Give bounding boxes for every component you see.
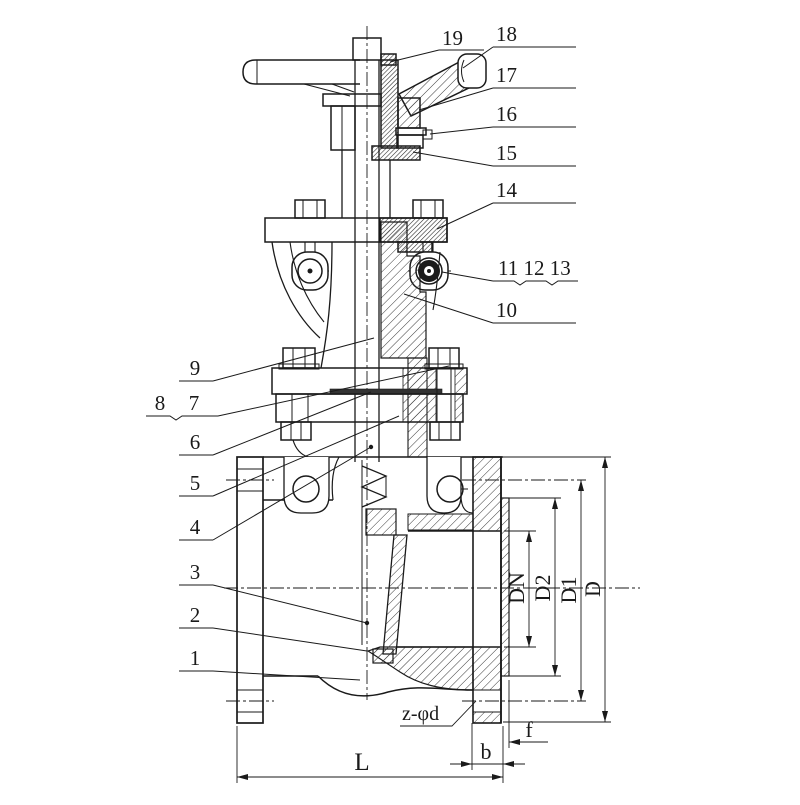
stem-nut bbox=[397, 97, 421, 129]
yoke-sleeve-plate bbox=[322, 93, 382, 107]
stuffing-box bbox=[380, 221, 427, 359]
right-flange-bolt-hole bbox=[473, 689, 501, 713]
callout-4: 4 bbox=[190, 515, 201, 539]
handwheel-left-handle bbox=[242, 59, 360, 85]
callout-17: 17 bbox=[496, 63, 517, 87]
wedge-gate bbox=[382, 534, 408, 655]
callout-14-leader bbox=[436, 202, 576, 230]
callout-1-leader bbox=[179, 670, 361, 681]
bore-lines bbox=[396, 530, 501, 648]
callout-17-leader bbox=[418, 87, 576, 111]
dimension-labels: DN D2 D1 D L b f z-φd bbox=[354, 572, 605, 776]
callout-15-leader bbox=[412, 151, 576, 167]
callout-5-leader bbox=[179, 415, 400, 497]
callout-18: 18 bbox=[496, 22, 517, 46]
callout-19: 19 bbox=[442, 26, 463, 50]
bonnet bbox=[271, 241, 468, 458]
callout-14: 14 bbox=[496, 178, 518, 202]
callout-19-leader bbox=[389, 49, 484, 63]
right-eyebolt-nut bbox=[412, 199, 444, 219]
right-bonnet-nut bbox=[429, 421, 461, 441]
callout-8: 8 bbox=[155, 391, 166, 415]
right-body-lug-hole bbox=[436, 475, 464, 503]
dn-label: DN bbox=[504, 572, 529, 604]
wedge-boss bbox=[365, 508, 397, 536]
body-top-wall-section bbox=[407, 513, 474, 531]
left-bonnet-bolt-head bbox=[282, 347, 316, 369]
callout-9-leader bbox=[179, 337, 375, 382]
d1-label: D1 bbox=[556, 577, 581, 604]
gate-assembly bbox=[360, 460, 408, 664]
yoke-arm-right bbox=[432, 251, 441, 311]
left-bonnet-nut bbox=[280, 421, 312, 441]
yoke-assembly bbox=[264, 199, 449, 462]
right-bonnet-bolt-head bbox=[428, 347, 460, 369]
callout-16: 16 bbox=[496, 102, 517, 126]
stem-cap bbox=[352, 37, 382, 61]
gland-plate bbox=[371, 145, 421, 161]
callout-10: 10 bbox=[496, 298, 517, 322]
l-label: L bbox=[354, 749, 369, 776]
left-flange-bolt-holes bbox=[237, 468, 263, 713]
bonnet-neck-outline bbox=[320, 241, 333, 369]
callout-3: 3 bbox=[190, 560, 201, 584]
bolt-holes-label: z-φd bbox=[402, 703, 439, 725]
callout-numbers-left: 9 8 7 6 5 4 3 2 1 bbox=[155, 356, 201, 670]
left-flange bbox=[236, 456, 264, 724]
washer bbox=[395, 127, 427, 136]
callouts-right bbox=[389, 46, 578, 324]
callout-2-leader bbox=[179, 627, 368, 652]
left-body-lug-hole bbox=[292, 475, 320, 503]
left-eyebolt-nut bbox=[294, 199, 326, 219]
callout-11-12-13: 11 12 13 bbox=[498, 256, 571, 280]
valve-body bbox=[236, 456, 510, 724]
d-label: D bbox=[580, 581, 605, 597]
yoke-sleeve-housing bbox=[330, 105, 356, 151]
callout-numbers-right: 19 18 17 16 15 14 11 12 13 10 bbox=[442, 22, 571, 322]
stem-tee-head bbox=[360, 465, 388, 508]
callout-5: 5 bbox=[190, 471, 201, 495]
body-floor-section bbox=[366, 646, 474, 691]
callout-15: 15 bbox=[496, 141, 517, 165]
left-eyebolt-pin bbox=[297, 258, 323, 284]
yoke-neck bbox=[341, 150, 391, 218]
handwheel bbox=[242, 37, 487, 222]
right-body-lug bbox=[426, 457, 462, 514]
callout-6-leader bbox=[179, 391, 372, 456]
b-label: b bbox=[481, 739, 492, 764]
callout-11-12-13-leader bbox=[441, 271, 578, 286]
callout-9: 9 bbox=[190, 356, 201, 380]
callout-2: 2 bbox=[190, 603, 201, 627]
dimension-lines bbox=[236, 456, 611, 783]
seat-ring bbox=[372, 648, 394, 664]
callout-18-leader bbox=[462, 46, 576, 69]
callout-4-leader bbox=[179, 446, 372, 541]
yoke-arm-left bbox=[271, 241, 321, 339]
callout-1: 1 bbox=[190, 646, 201, 670]
handwheel-rim-cap bbox=[457, 53, 487, 89]
callout-3-leader bbox=[179, 584, 368, 624]
callout-16-leader bbox=[429, 126, 576, 135]
callout-10-leader bbox=[403, 293, 576, 324]
bolt-holes-leader bbox=[400, 700, 477, 727]
d2-label: D2 bbox=[530, 575, 555, 602]
f-label: f bbox=[525, 717, 533, 742]
callout-7: 7 bbox=[189, 391, 200, 415]
callout-6: 6 bbox=[190, 430, 201, 454]
callout-8-7-leader bbox=[146, 365, 450, 421]
callouts-left bbox=[146, 337, 450, 681]
